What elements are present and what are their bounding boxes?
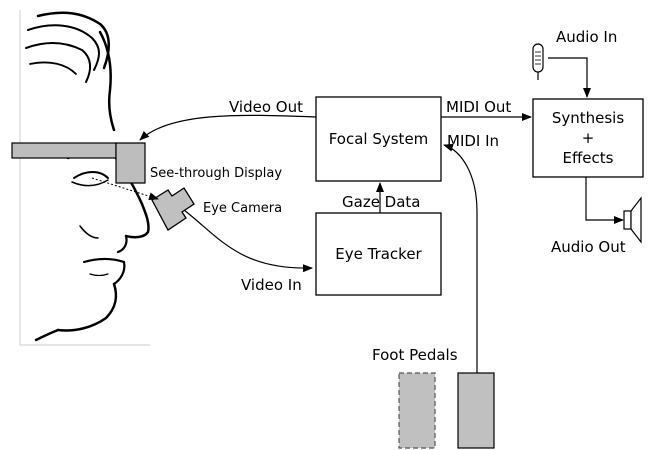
audio-in-label: Audio In <box>556 28 617 46</box>
speaker-icon <box>623 196 642 244</box>
see-through-display-label: See-through Display <box>150 166 282 181</box>
cheek-line <box>79 225 99 239</box>
eye-upper <box>73 171 109 179</box>
synthesis-label: Synthesis <box>552 109 625 127</box>
face-sketch <box>19 9 151 346</box>
illustration-border <box>19 9 151 346</box>
mouth-line <box>82 257 126 264</box>
eye-tracker-box <box>315 212 442 296</box>
video-in-arrow <box>183 209 313 273</box>
gaze-data-label: Gaze Data <box>342 193 421 211</box>
midi-out-label: MIDI Out <box>446 98 511 116</box>
midi-in-arrow <box>443 143 478 373</box>
eye-tracker-label: Eye Tracker <box>335 245 422 263</box>
focal-system-label: Focal System <box>329 130 429 148</box>
audio-out-arrow <box>585 177 624 224</box>
plus-label: + <box>582 129 595 147</box>
hair-line-3 <box>25 42 92 83</box>
upper-lip <box>116 234 128 254</box>
chin-crease <box>89 273 109 277</box>
foot-pedal-right <box>457 372 495 449</box>
eye-to-camera-dotted-line <box>91 177 159 201</box>
see-through-display-lens <box>115 142 146 184</box>
video-out-label: Video Out <box>229 98 303 116</box>
forehead-line <box>98 30 116 132</box>
audio-in-arrow <box>548 57 591 98</box>
eye-lower <box>71 179 109 187</box>
eye-camera-device <box>151 187 195 231</box>
audio-out-label: Audio Out <box>551 238 626 256</box>
effects-label: Effects <box>563 149 614 167</box>
hair-line-2 <box>27 24 100 71</box>
lower-lip <box>112 260 126 286</box>
video-out-arrow <box>139 114 317 141</box>
foot-pedals-label: Foot Pedals <box>372 346 458 364</box>
foot-pedal-left <box>398 372 436 449</box>
chin-line <box>56 282 118 332</box>
hair-line-4 <box>29 61 77 75</box>
focal-system-box <box>315 96 442 182</box>
synthesis-effects-box <box>532 98 644 178</box>
neck-line <box>34 328 60 342</box>
video-in-label: Video In <box>241 276 302 294</box>
eye-camera-label: Eye Camera <box>203 201 282 216</box>
microphone-icon <box>532 43 544 80</box>
midi-in-label: MIDI In <box>447 132 499 150</box>
see-through-display-bar <box>11 142 117 159</box>
